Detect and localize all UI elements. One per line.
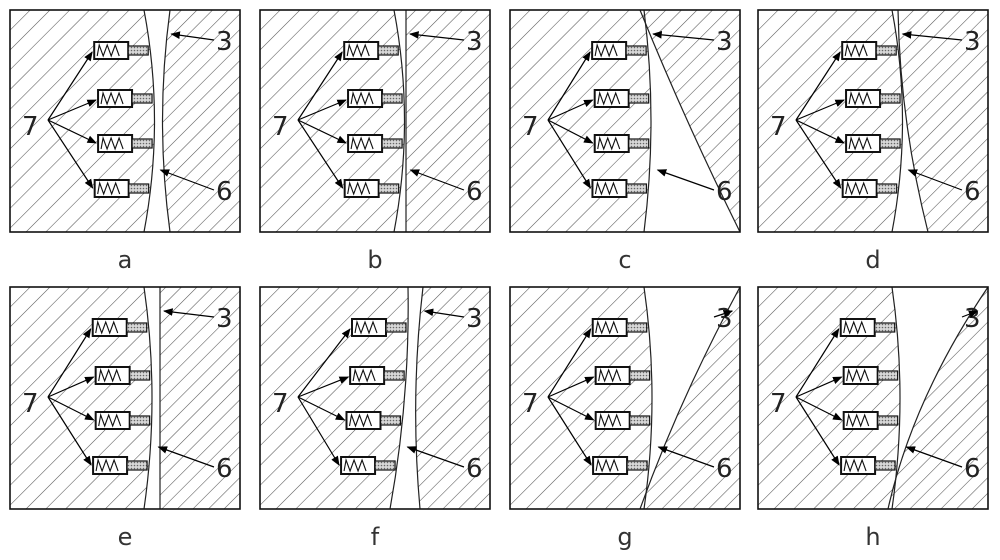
panel-label: a: [118, 246, 133, 274]
probe-rod: [127, 323, 147, 332]
panel-f: 7 3 6 f: [260, 287, 490, 551]
probe-rod: [130, 416, 150, 425]
callout-6: 6: [216, 454, 233, 484]
probe-rod: [627, 323, 647, 332]
callout-7: 7: [22, 389, 39, 419]
callout-3: 3: [216, 27, 233, 57]
callout-3: 3: [964, 304, 981, 334]
probe-rod: [630, 416, 650, 425]
callout-3: 3: [716, 27, 733, 57]
callout-7: 7: [522, 389, 539, 419]
callout-7: 7: [272, 112, 289, 142]
probe-rod: [627, 461, 647, 470]
callout-6: 6: [716, 177, 733, 207]
probe-rod: [878, 371, 898, 380]
probe-rod: [875, 323, 895, 332]
probe-rod: [630, 371, 650, 380]
probe-rod: [880, 139, 900, 148]
probe-rod: [375, 461, 395, 470]
callout-6: 6: [964, 454, 981, 484]
panel-b: 7 3 6 b: [260, 10, 490, 274]
callout-3: 3: [964, 27, 981, 57]
probe-rod: [378, 46, 398, 55]
probe-rod: [132, 139, 152, 148]
callout-7: 7: [272, 389, 289, 419]
panel-a: 7 3 6 a: [10, 10, 240, 274]
callout-7: 7: [522, 112, 539, 142]
callout-3: 3: [466, 304, 483, 334]
probe-rod: [386, 323, 406, 332]
callout-7: 7: [770, 389, 787, 419]
panel-c: 7 3 6 c: [510, 10, 740, 274]
probe-rod: [382, 94, 402, 103]
panel-label: e: [118, 523, 133, 551]
probe-rod: [875, 461, 895, 470]
callout-6: 6: [716, 454, 733, 484]
probe-rod: [626, 184, 646, 193]
probe-rod: [880, 94, 900, 103]
probe-rod: [382, 139, 402, 148]
probe-rod: [127, 461, 147, 470]
probe-rod: [626, 46, 646, 55]
probe-rod: [130, 371, 150, 380]
callout-6: 6: [216, 177, 233, 207]
panel-g: 7 3 6 g: [510, 287, 740, 551]
probe-rod: [132, 94, 152, 103]
callout-3: 3: [466, 27, 483, 57]
panel-label: g: [617, 523, 632, 551]
probe-rod: [381, 416, 401, 425]
callout-6: 6: [964, 177, 981, 207]
callout-6: 6: [466, 177, 483, 207]
callout-7: 7: [22, 112, 39, 142]
probe-rod: [629, 94, 649, 103]
panel-label: d: [865, 246, 880, 274]
probe-rod: [384, 371, 404, 380]
panel-d: 7 3 6 d: [758, 10, 988, 274]
probe-rod: [379, 184, 399, 193]
panel-label: h: [865, 523, 880, 551]
panel-h: 7 3 6 h: [758, 287, 988, 551]
arrow-6: [658, 170, 714, 190]
probe-rod: [877, 184, 897, 193]
probe-rod: [128, 46, 148, 55]
panel-label: c: [618, 246, 631, 274]
probe-rod: [129, 184, 149, 193]
callout-7: 7: [770, 112, 787, 142]
probe-rod: [629, 139, 649, 148]
callout-3: 3: [216, 304, 233, 334]
callout-3: 3: [716, 304, 733, 334]
probe-rod: [876, 46, 896, 55]
panel-e: 7 3 6 e: [10, 287, 240, 551]
panel-label: f: [371, 523, 380, 551]
probe-rod: [878, 416, 898, 425]
panel-label: b: [367, 246, 382, 274]
callout-6: 6: [466, 454, 483, 484]
